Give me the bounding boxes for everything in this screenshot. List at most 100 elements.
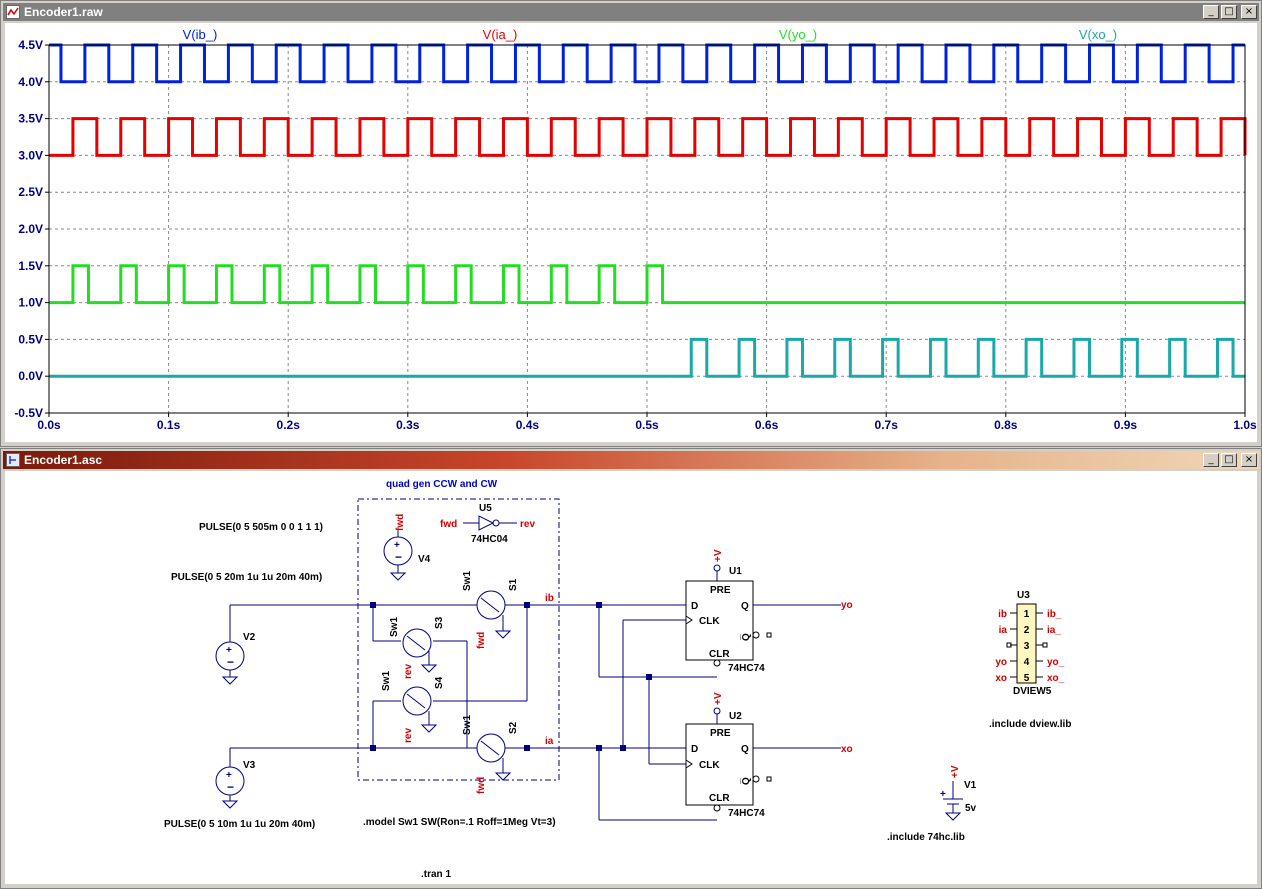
voltage-source-v1[interactable]: +V + V1 5v [940,765,977,821]
u1-part: 74HC74 [728,663,765,674]
wires [230,604,841,821]
u1-clk-pin: CLK [699,616,720,627]
include-dview-directive[interactable]: .include dview.lib [989,719,1071,730]
s4-ctrl-net: rev [403,728,414,743]
schematic-drawing[interactable]: quad gen CCW and CW PULSE(0 5 505m 0 0 1… [5,471,1259,886]
s3-ctrl-net: rev [403,664,414,679]
s4-model: Sw1 [381,671,392,691]
series-2-trace [49,264,671,305]
u3-part: DVIEW5 [1013,686,1052,697]
x-tick-label: 0.6s [755,418,779,432]
voltage-source-v3[interactable]: + − V3 [215,748,256,809]
y-tick-label: 0.5V [18,332,43,346]
waveform-app-icon [6,5,20,19]
junction-dots [370,602,652,751]
svg-text:−: − [227,655,234,669]
legend-label: V(yo_) [779,27,817,42]
x-tick-label: 0.9s [1114,418,1138,432]
schematic-canvas[interactable]: quad gen CCW and CW PULSE(0 5 505m 0 0 1… [5,471,1257,884]
net-ia-label: ia [545,736,554,747]
dview-pin-left-net: xo [995,673,1007,684]
dview-pin-nc-left [1006,642,1012,648]
x-tick-label: 0.7s [875,418,899,432]
u1-d-pin: D [691,601,698,612]
schematic-titlebar[interactable]: Encoder1.asc _ □ × [3,451,1259,469]
svg-text:+: + [226,770,232,781]
subcircuit-box [357,498,560,781]
waveform-titlebar[interactable]: Encoder1.raw _ □ × [3,3,1259,21]
x-tick-label: 0.1s [157,418,181,432]
schematic-app-icon [6,453,20,467]
close-button[interactable]: × [1241,453,1257,467]
x-tick-label: 0.8s [994,418,1018,432]
pulse-v2-directive[interactable]: PULSE(0 5 20m 1u 1u 20m 40m) [171,572,322,583]
dview-pin-right-net: xo_ [1047,673,1065,684]
legend-label: V(ia_) [483,27,518,42]
dview-pin-number: 3 [1024,641,1030,652]
dview-pin-right-net: ia_ [1047,625,1061,636]
schematic-window: Encoder1.asc _ □ × quad gen CCW and CW P… [0,448,1262,889]
svg-text:+: + [226,645,232,656]
include-74hc-directive[interactable]: .include 74hc.lib [887,832,965,843]
y-tick-label: 4.0V [18,75,43,89]
u2-clr-pin: CLR [709,793,730,804]
svg-text:−: − [227,780,234,794]
legend-label: V(ib_) [183,27,218,42]
pulse-v4-directive[interactable]: PULSE(0 5 505m 0 0 1 1 1) [199,522,323,533]
voltage-source-v2[interactable]: + − V2 [215,605,256,685]
net-yo-label: yo [841,600,853,611]
y-tick-label: 2.5V [18,185,43,199]
series-3-trace [670,337,1245,378]
net-ib-label: ib [545,593,554,604]
u5-part: 74HC04 [471,534,508,545]
dview-pin-number: 2 [1024,625,1030,636]
y-tick-label: 3.5V [18,112,43,126]
u2-d-pin: D [691,744,698,755]
minimize-button[interactable]: _ [1203,453,1219,467]
y-tick-label: 0.0V [18,369,43,383]
u2-clk-pin: CLK [699,760,720,771]
s2-model: Sw1 [462,715,473,735]
s2-ref: S2 [508,721,519,734]
switch-s3[interactable]: Sw1 S3 rev [389,616,445,679]
u5-output-net: rev [520,519,535,530]
model-directive[interactable]: .model Sw1 SW(Ron=.1 Roff=1Meg Vt=3) [363,817,556,828]
pulse-v3-directive[interactable]: PULSE(0 5 10m 1u 1u 20m 40m) [164,819,315,830]
x-tick-label: 0.4s [516,418,540,432]
voltage-source-v4[interactable]: + − V4 fwd [383,514,431,581]
tran-directive[interactable]: .tran 1 [421,869,451,880]
switch-s1[interactable]: Sw1 S1 fwd [462,571,519,649]
svg-text:+: + [940,789,946,800]
flipflop-u1[interactable]: +V U1 PRE D Q CLK Q̅ CLR 74HC74 [685,549,772,674]
inverter-u5[interactable]: fwd rev U5 74HC04 [440,503,535,545]
y-tick-label: 4.5V [18,38,43,52]
v1-value: 5v [965,803,977,814]
flipflop-u2[interactable]: +V U2 PRE D Q CLK Q̅ CLR 74HC74 [685,692,772,819]
dview-pin-left-net: ib [998,609,1007,620]
u2-q-pin: Q [741,744,749,755]
s2-ctrl-net: fwd [476,777,487,794]
s3-ref: S3 [434,616,445,629]
close-button[interactable]: × [1241,5,1257,19]
minimize-button[interactable]: _ [1203,5,1219,19]
maximize-button[interactable]: □ [1221,5,1237,19]
svg-text:−: − [395,550,402,564]
s1-model: Sw1 [462,571,473,591]
dview-pin-nc-right [1042,642,1048,648]
u1-q-pin: Q [741,601,749,612]
dview-pin-left-net: yo [995,657,1007,668]
u2-qbar-pin: Q̅ [740,777,752,785]
u2-part: 74HC74 [728,808,765,819]
switch-s4[interactable]: Sw1 S4 rev [381,671,445,743]
maximize-button[interactable]: □ [1221,453,1237,467]
u1-pre-pin: PRE [710,585,731,596]
u1-ref: U1 [729,566,742,577]
dview-pin-number: 1 [1024,609,1030,620]
v4-net-fwd: fwd [395,514,406,531]
dview-pin-number: 5 [1024,673,1030,684]
switch-s2[interactable]: Sw1 S2 fwd [462,715,519,794]
